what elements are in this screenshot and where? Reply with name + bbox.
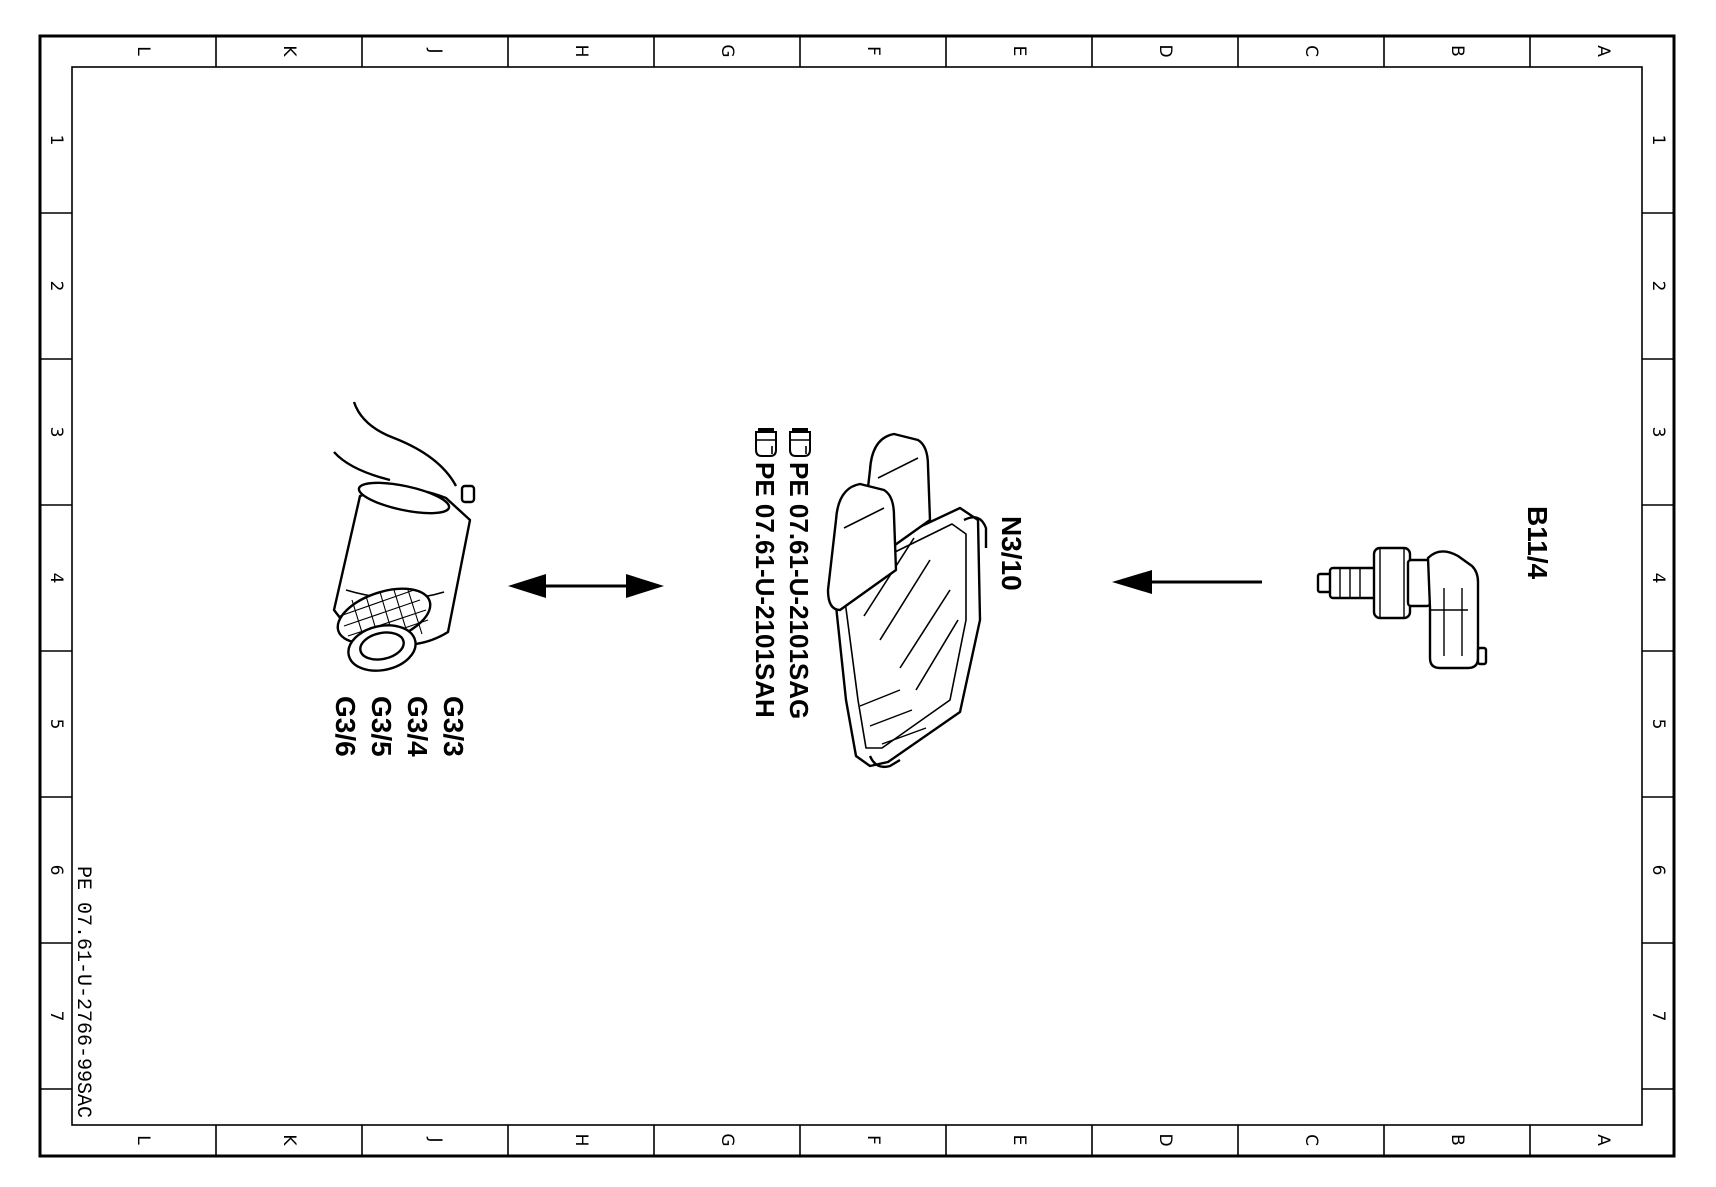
zone-number: 5 [46,719,66,730]
zone-letter: K [279,45,299,57]
oxygen-sensor-heater-drawing [332,401,476,672]
signal-arrow [1112,570,1262,594]
actuator-label: G3/3 [438,696,469,757]
zone-letter: H [571,1134,591,1147]
hand-pointer-icon [755,428,777,457]
zone-numbers-right: 1 2 3 4 5 6 7 [1648,135,1668,1022]
grid-ticks [40,36,1674,1156]
zone-number: 6 [46,865,66,876]
zone-number: 7 [46,1011,66,1022]
sensor-label: B11/4 [1522,506,1553,580]
zone-number: 4 [46,573,66,584]
reference-doc-2: PE 07.61-U-2101SAH [750,462,780,718]
zone-number: 3 [1648,427,1668,438]
zone-letter: C [1301,45,1321,57]
actuator-label: G3/6 [330,696,361,757]
zone-letter: G [717,44,737,57]
zone-letter: A [1593,45,1613,57]
zone-number: 5 [1648,719,1668,730]
actuator-label: G3/4 [402,696,433,757]
zone-letter: J [425,1136,445,1142]
zone-numbers-left: 1 2 3 4 5 6 7 [46,135,66,1022]
zone-letter: B [1447,1134,1467,1146]
zone-letter: L [133,1135,153,1145]
temperature-sensor-drawing [1316,546,1488,670]
zone-letter: D [1155,1133,1175,1146]
zone-number: 3 [46,427,66,438]
zone-letter: J [425,47,445,53]
control-unit-label: N3/10 [996,516,1027,591]
inner-frame [71,66,1643,1126]
zone-letter: D [1155,44,1175,57]
actuator-label: G3/5 [366,696,397,757]
zone-letter: H [571,45,591,58]
zone-number: 1 [1648,135,1668,146]
zone-letter: E [1009,1135,1029,1146]
zone-letter: C [1301,1134,1321,1146]
zone-letter: E [1009,46,1029,57]
zone-number: 4 [1648,573,1668,584]
actuator-labels: G3/3 G3/4 G3/5 G3/6 [330,696,469,757]
zone-number: 7 [1648,1011,1668,1022]
zone-letter: G [717,1133,737,1146]
zone-letters-bottom: L K J H G F E D C B A [133,1133,1613,1146]
hand-pointer-icon [789,428,811,457]
bidirectional-arrow [508,574,664,598]
zone-number: 2 [1648,281,1668,292]
zone-number: 2 [46,281,66,292]
reference-doc-1: PE 07.61-U-2101SAG [784,462,814,719]
zone-number: 1 [46,135,66,146]
zone-number: 6 [1648,865,1668,876]
zone-letters-top: L K J H G F E D C B A [133,44,1613,57]
document-id: PE 07.61-U-2766-99SAC [71,866,94,1118]
zone-letter: B [1447,45,1467,57]
outer-frame [38,34,1676,1158]
zone-letter: F [863,1135,883,1145]
zone-letter: K [279,1134,299,1146]
zone-letter: L [133,46,153,56]
control-unit-drawing [826,432,988,769]
zone-letter: A [1593,1134,1613,1146]
zone-letter: F [863,46,883,56]
